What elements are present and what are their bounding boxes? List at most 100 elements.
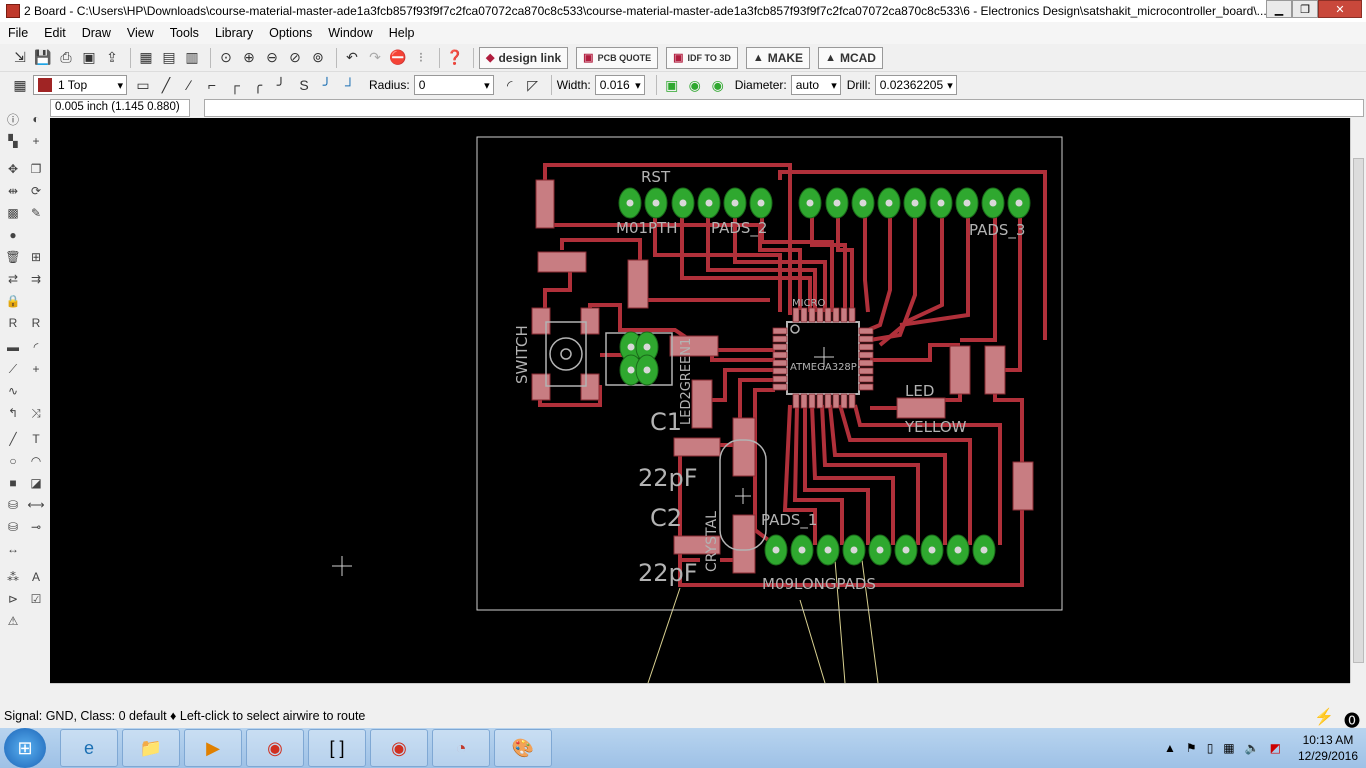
circle-icon[interactable]: ○ [9,454,17,468]
print-icon[interactable]: ⎙ [60,49,72,65]
drc-icon[interactable]: ☑ [30,592,42,606]
lock-icon[interactable]: 🔒 [5,294,21,308]
help-icon[interactable]: ❓ [446,49,464,65]
bend-style-3-icon[interactable]: ⌐ [207,77,217,93]
rotate-icon[interactable]: ⟳ [30,184,42,198]
bend-style-2-icon[interactable]: ∕ [187,77,191,93]
pcb-quote-button[interactable]: ▣PCB QUOTE [576,46,659,69]
menu-draw[interactable]: Draw [81,26,111,40]
menu-window[interactable]: Window [328,26,373,40]
idf-to-3d-button[interactable]: ▣IDF TO 3D [666,46,738,69]
battery-icon[interactable]: ▯ [1206,741,1214,755]
stop-command-icon[interactable]: ⓿ [1343,713,1360,730]
zoom-in-icon[interactable]: ⊕ [243,49,255,65]
miter-round-icon[interactable]: ◜ [506,76,513,93]
save-icon[interactable]: 💾 [34,49,52,65]
chrome-icon[interactable]: ◉ [246,729,304,767]
auto-icon[interactable]: A [31,570,40,584]
errors-icon[interactable]: ⚠ [7,614,19,628]
menu-tools[interactable]: Tools [169,26,199,40]
paste-icon[interactable]: ● [9,228,17,242]
maximize-icon[interactable]: ❐ [1292,0,1318,18]
width-select[interactable]: 0.016 [594,75,645,95]
close-icon[interactable]: ✕ [1318,0,1362,18]
meander-icon[interactable]: ∿ [7,384,19,398]
tray-expand-icon[interactable]: ▲ [1164,741,1176,755]
info-icon[interactable]: ⓘ [6,112,19,127]
zoom-select-icon[interactable]: ⊚ [312,49,324,65]
via-icon[interactable]: ⛁ [7,498,19,512]
network-icon[interactable]: ▦ [1223,741,1235,755]
polygon-icon[interactable]: ◪ [30,476,42,490]
stop-icon[interactable]: ⛔ [389,49,407,65]
grid-icon[interactable]: ▦ [13,76,27,93]
vertical-scroll-thumb[interactable] [1353,158,1364,663]
display-layers-icon[interactable]: ▚ [8,134,18,148]
mcad-button[interactable]: ▲MCAD [818,46,883,69]
miter-straight-icon[interactable]: ◸ [527,76,539,93]
eagle-icon[interactable]: ◔ [432,729,490,767]
move-icon[interactable]: ✥ [7,162,19,176]
value-icon[interactable]: R [31,316,41,330]
name-icon[interactable]: R [8,316,18,330]
layer-settings-icon[interactable]: ▦ [139,49,153,65]
media-player-icon[interactable]: ▶ [184,729,242,767]
signal-icon[interactable]: ⟷ [27,498,45,512]
board-canvas[interactable]: RST M01PTH PADS_2 PADS_3 SWITCH MICRO AT… [50,118,1350,684]
horizontal-scrollbar[interactable] [50,683,1350,699]
bend-style-4-icon[interactable]: ┌ [230,77,240,93]
bend-style-6-icon[interactable]: ╯ [276,76,286,93]
copy-icon[interactable]: ❐ [30,162,42,176]
split-icon[interactable]: ⇉ [30,272,42,286]
lightning-icon[interactable]: ⚡ [1314,709,1334,726]
open-icon[interactable]: ⇲ [14,49,26,65]
hole-icon[interactable]: ⛁ [7,520,19,534]
volume-icon[interactable]: 🔈 [1244,741,1260,755]
menu-options[interactable]: Options [269,26,313,40]
via-round-icon[interactable]: ◉ [688,76,701,93]
wire-icon[interactable]: ╱ [9,432,17,446]
via-square-icon[interactable]: ▣ [665,76,679,93]
attribute-icon[interactable]: ⊸ [30,520,42,534]
go-icon[interactable]: ⁝ [418,49,424,65]
split-wire-icon[interactable]: ⟋ [8,361,18,376]
run-ulp-icon[interactable]: ▥ [185,49,199,65]
bend-style-8-icon[interactable]: ╯ [322,76,332,93]
mark-icon[interactable]: + [32,134,40,148]
text-icon[interactable]: T [32,432,40,446]
undo-icon[interactable]: ↶ [346,49,358,65]
vertical-scrollbar[interactable] [1350,118,1366,683]
bend-style-7-icon[interactable]: S [299,77,309,93]
ripup-icon[interactable]: ⤨ [31,405,41,420]
dimension-icon[interactable]: ↔ [7,542,19,556]
optimize-icon[interactable]: + [32,362,40,376]
bend-style-9-icon[interactable]: ┘ [345,77,355,93]
radius-select[interactable]: 0 [413,75,494,95]
brackets-icon[interactable]: [ ] [308,729,366,767]
paint-icon[interactable]: 🎨 [494,729,552,767]
menu-edit[interactable]: Edit [44,26,66,40]
script-icon[interactable]: ▤ [162,49,176,65]
change-icon[interactable]: ✎ [30,206,42,220]
delete-icon[interactable]: 🗑 [5,250,21,264]
start-button[interactable]: ⊞ [4,728,46,768]
command-input[interactable] [204,99,1364,117]
replace-icon[interactable]: ⇄ [7,272,19,286]
rect-icon[interactable]: ■ [9,476,17,490]
via-octagon-icon[interactable]: ◉ [711,76,724,93]
chrome-2-icon[interactable]: ◉ [370,729,428,767]
explorer-icon[interactable]: 📁 [122,729,180,767]
zoom-out-icon[interactable]: ⊖ [266,49,278,65]
clock[interactable]: 10:13 AM 12/29/2016 [1298,732,1358,764]
upload-icon[interactable]: ⇪ [106,49,118,65]
layer-select[interactable]: 1 Top [33,75,127,95]
ie-icon[interactable]: e [60,729,118,767]
zoom-redraw-icon[interactable]: ⊘ [289,49,301,65]
mirror-icon[interactable]: ⇹ [7,184,19,198]
drill-select[interactable]: 0.02362205 [874,75,957,95]
cam-icon[interactable]: ▣ [82,49,96,65]
menu-library[interactable]: Library [214,26,254,40]
bend-style-0-icon[interactable]: ▭ [136,76,150,93]
add-icon[interactable]: ⊞ [30,250,42,264]
smash-icon[interactable]: ▬ [7,340,19,354]
